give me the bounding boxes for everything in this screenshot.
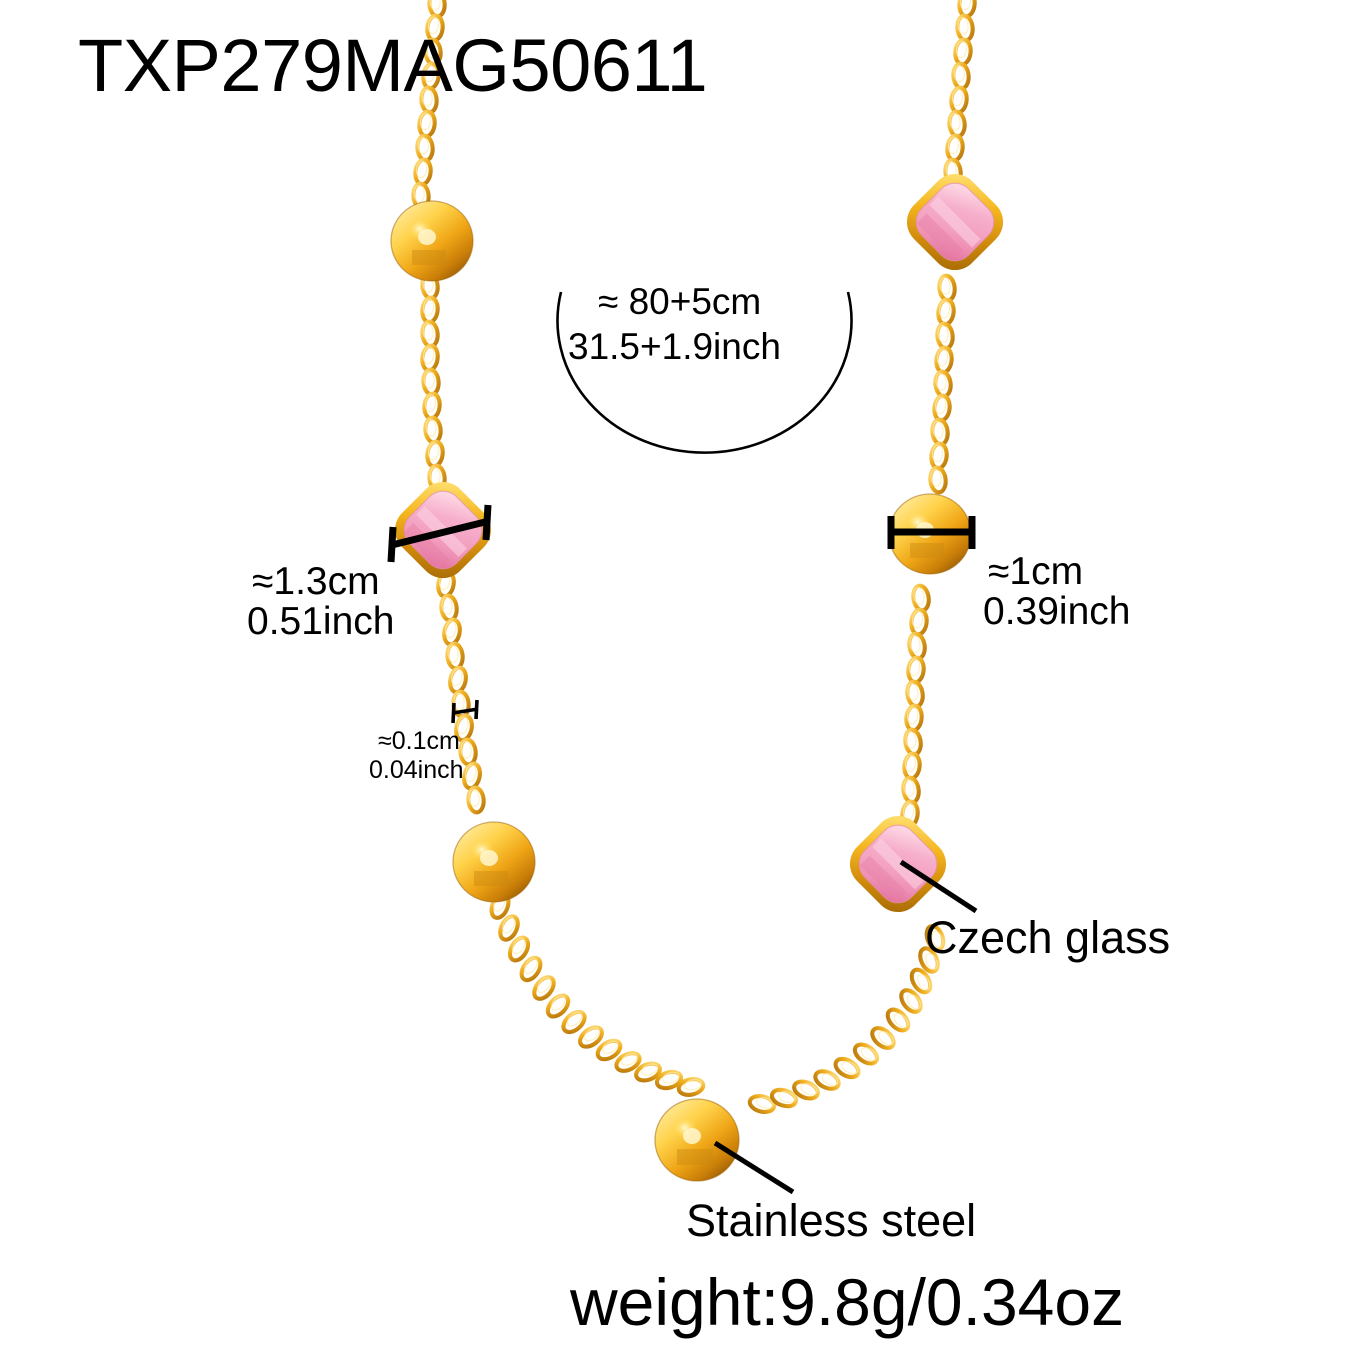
czech-glass-label: Czech glass: [925, 912, 1171, 963]
chain-width-metric: ≈0.1cm: [378, 727, 460, 755]
weight-label: weight:9.8g/0.34oz: [570, 1265, 1125, 1339]
glass-bead-size-metric: ≈1.3cm: [252, 560, 380, 603]
length-arc-icon: [556, 291, 853, 454]
steel-bead-size-imperial: 0.39inch: [983, 590, 1131, 633]
measure-bar-icon: [887, 516, 976, 549]
measure-bar-icon: [451, 699, 479, 724]
length-callout-metric: ≈ 80+5cm: [598, 281, 762, 322]
sphere-bead-icon: [452, 821, 536, 903]
sphere-bead-icon: [390, 200, 474, 282]
chain-width-imperial: 0.04inch: [369, 756, 464, 784]
page-title: TXP279MAG50611: [78, 24, 708, 107]
cable-chain-icon: [413, 0, 976, 1114]
cushion-gem-icon: [849, 815, 947, 913]
glass-bead-size-imperial: 0.51inch: [247, 600, 395, 643]
leader-line-icon: [713, 1140, 795, 1195]
sphere-bead-icon: [654, 1098, 740, 1182]
cushion-gem-icon: [906, 173, 1004, 271]
length-callout-imperial: 31.5+1.9inch: [568, 326, 781, 367]
measure-bar-icon: [387, 504, 492, 563]
steel-bead-size-metric: ≈1cm: [988, 550, 1084, 593]
leader-line-icon: [899, 859, 978, 914]
stainless-steel-label: Stainless steel: [686, 1195, 977, 1246]
